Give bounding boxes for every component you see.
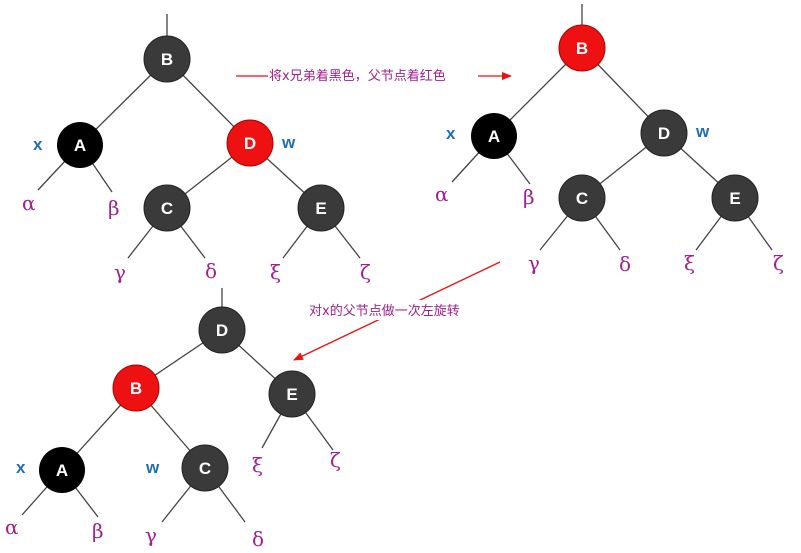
tree-recolored: B A D C E x w α β γ δ ξ ζ <box>435 4 784 276</box>
svg-text:B: B <box>161 50 173 69</box>
svg-text:D: D <box>658 124 670 143</box>
tree-before-node-A: A <box>57 122 103 168</box>
tree-before-leaf-zeta: ζ <box>360 260 371 284</box>
tree-rotated-node-E: E <box>268 370 316 418</box>
svg-text:A: A <box>56 461 68 480</box>
tree-before-node-B: B <box>143 35 191 83</box>
tree-before-leaf-gamma: γ <box>114 260 126 284</box>
tree-recolored-leaf-delta: δ <box>619 252 631 276</box>
tree-recolored-node-A: A <box>471 113 517 159</box>
tree-rotated-leaf-beta: β <box>92 519 104 543</box>
step-1-caption: 将x兄弟着黑色，父节点着红色 <box>269 68 446 84</box>
tree-rotated-leaf-xi: ξ <box>252 453 263 477</box>
svg-text:D: D <box>244 134 256 153</box>
tree-rotated: D B E A C x w ξ ζ α β γ δ <box>5 288 341 551</box>
tree-before-tag-w: w <box>281 133 296 152</box>
tree-before: B A D C E x w α β γ δ ξ ζ <box>22 14 371 284</box>
tree-rotated-leaf-delta: δ <box>252 527 264 551</box>
tree-recolored-leaf-zeta: ζ <box>773 251 784 275</box>
tree-before-node-D: D <box>226 119 274 167</box>
svg-text:E: E <box>729 189 740 208</box>
tree-recolored-leaf-xi: ξ <box>684 251 695 275</box>
tree-rotated-node-A: A <box>39 447 85 493</box>
tree-before-leaf-alpha: α <box>22 191 36 215</box>
tree-recolored-leaf-alpha: α <box>435 182 449 206</box>
svg-text:E: E <box>315 199 326 218</box>
svg-text:B: B <box>130 379 142 398</box>
tree-recolored-leaf-beta: β <box>523 185 535 209</box>
svg-text:E: E <box>286 385 297 404</box>
svg-text:C: C <box>161 199 173 218</box>
svg-text:C: C <box>576 189 588 208</box>
tree-before-tag-x: x <box>33 135 43 154</box>
svg-text:C: C <box>199 459 211 478</box>
svg-text:A: A <box>74 136 86 155</box>
tree-rotated-leaf-zeta: ζ <box>330 448 341 472</box>
tree-recolored-node-E: E <box>711 174 759 222</box>
step-2-caption: 对x的父节点做一次左旋转 <box>309 303 460 319</box>
tree-rotated-leaf-gamma: γ <box>145 523 157 547</box>
tree-before-leaf-delta: δ <box>205 259 217 283</box>
tree-recolored-leaf-gamma: γ <box>528 251 540 275</box>
tree-rotated-node-C: C <box>181 444 229 492</box>
tree-recolored-node-B: B <box>558 24 606 72</box>
svg-text:B: B <box>576 39 588 58</box>
tree-before-node-C: C <box>143 184 191 232</box>
tree-rotated-tag-w: w <box>145 458 160 477</box>
tree-rotated-node-B: B <box>112 364 160 412</box>
tree-recolored-node-D: D <box>640 109 688 157</box>
tree-rotated-leaf-alpha: α <box>5 515 19 539</box>
tree-before-node-E: E <box>297 184 345 232</box>
svg-text:D: D <box>216 321 228 340</box>
tree-recolored-tag-x: x <box>446 124 456 143</box>
tree-rotated-node-D: D <box>198 306 246 354</box>
step-2-arrow: 对x的父节点做一次左旋转 <box>293 261 501 361</box>
tree-recolored-node-C: C <box>558 174 606 222</box>
tree-before-leaf-beta: β <box>108 196 120 220</box>
step-1-arrow: 将x兄弟着黑色，父节点着红色 <box>236 68 512 84</box>
tree-before-leaf-xi: ξ <box>270 260 281 284</box>
tree-recolored-tag-w: w <box>695 122 710 141</box>
svg-text:A: A <box>488 127 500 146</box>
tree-rotated-tag-x: x <box>16 458 26 477</box>
